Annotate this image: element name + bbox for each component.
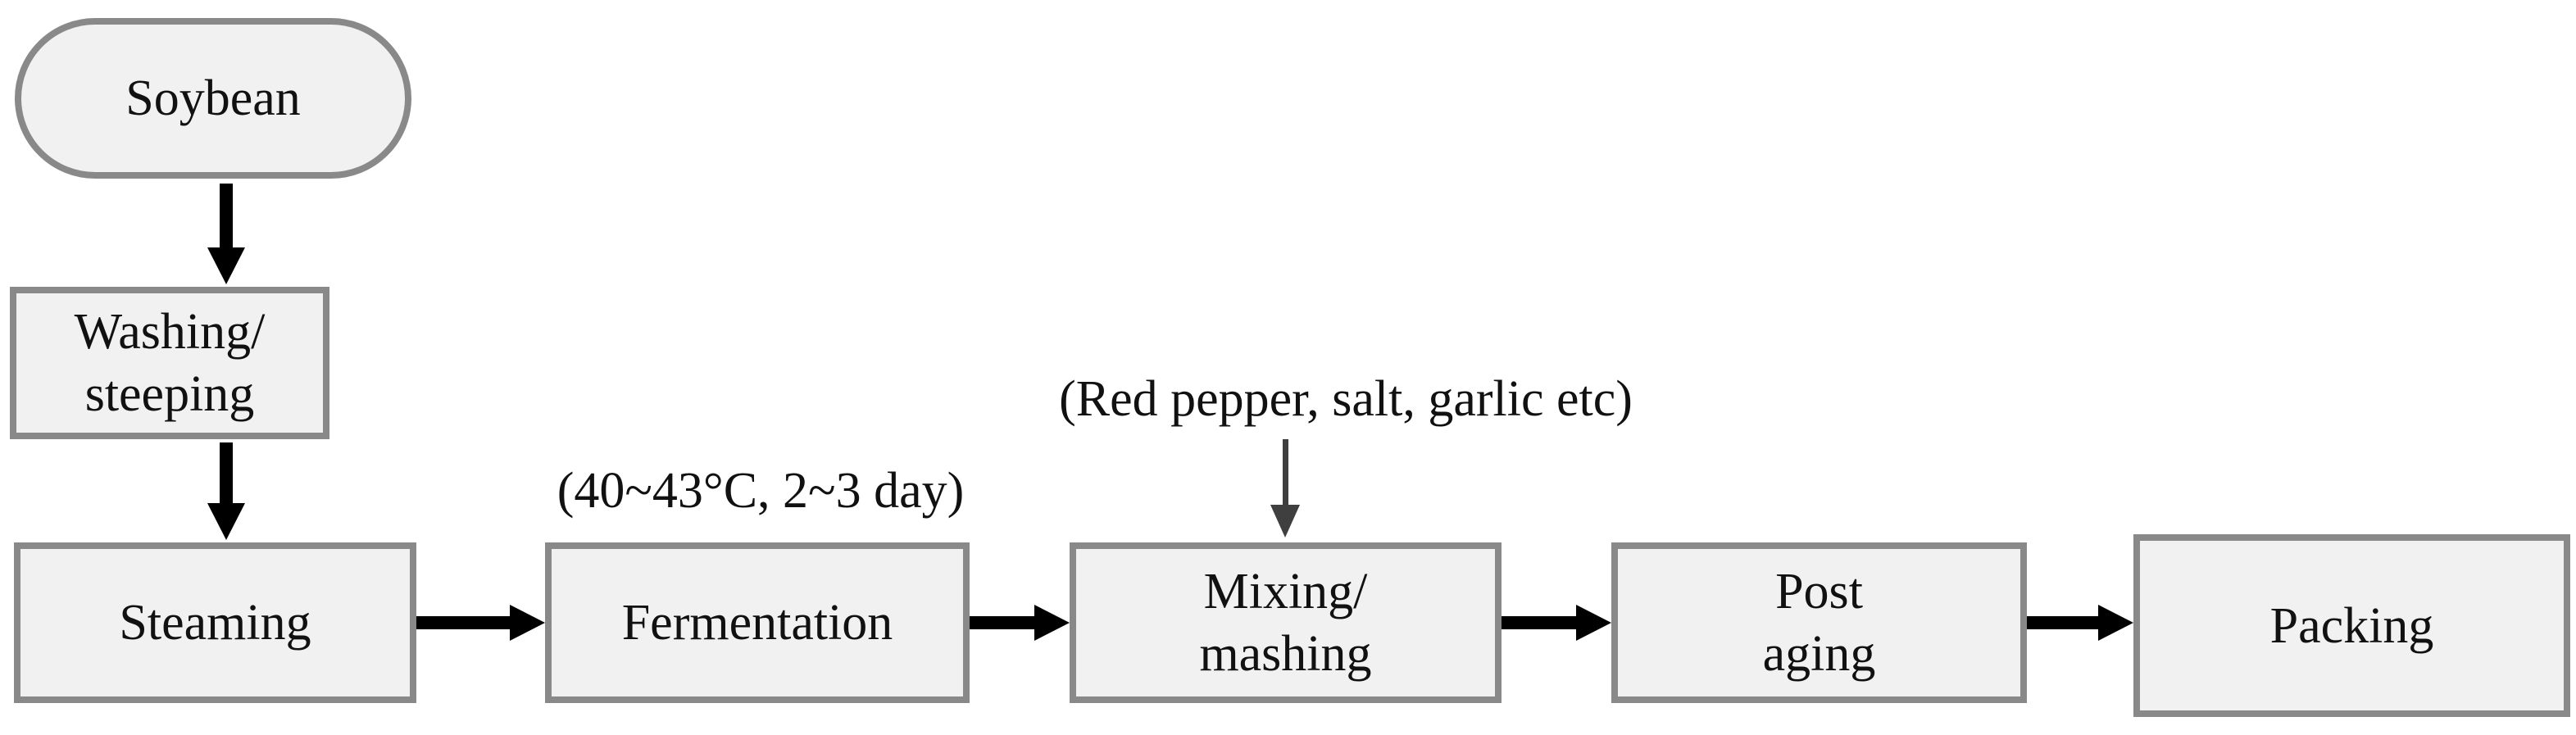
node-steaming: Steaming (14, 542, 416, 703)
arrow-shaft (1283, 439, 1288, 508)
node-post-aging: Post aging (1611, 542, 2027, 703)
arrow-shaft (970, 616, 1038, 629)
arrow-fermentation-to-mixing-icon (970, 605, 1070, 641)
arrow-postaging-to-packing-icon (2027, 605, 2133, 641)
node-postaging-label-line2: aging (1762, 626, 1876, 682)
arrow-shaft (220, 442, 233, 506)
node-packing-label: Packing (2269, 597, 2434, 654)
arrow-head-icon (1034, 605, 1070, 641)
node-fermentation-label: Fermentation (621, 595, 893, 651)
arrow-head-icon (1576, 605, 1611, 641)
annotation-mixing-ingredients: (Red pepper, salt, garlic etc) (1059, 371, 1633, 427)
arrow-head-icon (510, 605, 545, 641)
node-soybean-label: Soybean (125, 70, 301, 126)
node-packing: Packing (2133, 534, 2570, 717)
arrow-head-icon (2098, 605, 2133, 641)
annotation-fermentation-conditions: (40~43°C, 2~3 day) (557, 463, 965, 519)
node-washing-label-line1: Washing/ (74, 304, 266, 360)
arrow-shaft (416, 616, 513, 629)
arrow-head-icon (207, 503, 245, 540)
node-mixing-label-line2: mashing (1199, 626, 1372, 682)
arrow-soybean-to-washing-icon (207, 184, 245, 284)
node-washing-steeping: Washing/ steeping (10, 287, 329, 439)
arrow-shaft (220, 184, 233, 249)
arrow-steaming-to-fermentation-icon (416, 605, 545, 641)
arrow-head-icon (1270, 505, 1300, 538)
arrow-mixing-to-postaging-icon (1502, 605, 1611, 641)
node-soybean: Soybean (15, 18, 411, 179)
arrow-ingredients-to-mixing-icon (1270, 439, 1300, 538)
node-fermentation: Fermentation (545, 542, 970, 703)
arrow-shaft (2027, 616, 2101, 629)
node-washing-label-line2: steeping (84, 366, 255, 422)
arrow-washing-to-steaming-icon (207, 442, 245, 540)
node-postaging-label-line1: Post (1775, 564, 1863, 619)
arrow-head-icon (207, 247, 245, 284)
node-steaming-label: Steaming (119, 595, 311, 651)
node-mixing-mashing: Mixing/ mashing (1070, 542, 1502, 703)
arrow-shaft (1502, 616, 1579, 629)
node-mixing-label-line1: Mixing/ (1203, 564, 1368, 619)
